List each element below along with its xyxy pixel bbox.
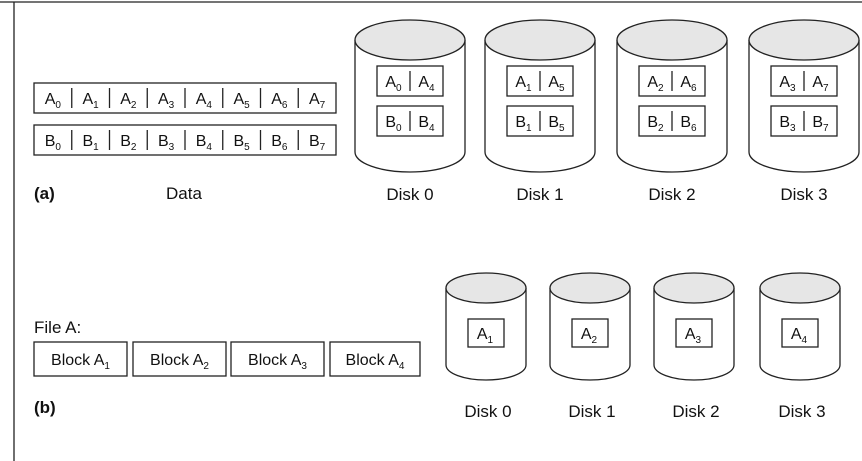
disk-a-cell-A5: A5 [548, 74, 565, 94]
block-a-2 [132, 341, 227, 377]
disk-a-0-top [354, 19, 466, 61]
data-row-1 [33, 124, 337, 156]
data-cell-B3: B3 [158, 133, 175, 153]
data-cell-A4: A4 [196, 91, 213, 111]
file-a-label: File A: [34, 318, 82, 337]
block-a-label-1: Block A1 [51, 352, 110, 372]
panel-b-tag: (b) [34, 398, 56, 417]
disk-b-0-top [445, 272, 527, 304]
block-a-label-2: Block A2 [150, 352, 209, 372]
disk-a-cell-B3: B3 [779, 114, 796, 134]
disk-a-cell-B6: B6 [680, 114, 697, 134]
data-cell-A5: A5 [234, 91, 251, 111]
disk-a-cell-A4: A4 [418, 74, 435, 94]
disk-b-label-0: Disk 0 [464, 402, 511, 421]
data-cell-B4: B4 [196, 133, 213, 153]
data-cell-B1: B1 [83, 133, 100, 153]
disk-b-0-cell [467, 318, 505, 348]
disk-a-label-1: Disk 1 [516, 185, 563, 204]
disk-b-2-top [653, 272, 735, 304]
disk-b-3-top [759, 272, 841, 304]
disk-b-cell-A2: A2 [581, 326, 598, 346]
disk-a-0-cell-0 [376, 65, 444, 97]
disk-b-3-body [759, 288, 841, 381]
disk-a-cell-B2: B2 [647, 114, 664, 134]
disk-a-2-cell-0 [638, 65, 706, 97]
block-a-4 [329, 341, 421, 377]
disk-b-cell-A4: A4 [791, 326, 808, 346]
disk-a-cell-B5: B5 [548, 114, 565, 134]
block-a-label-4: Block A4 [346, 352, 405, 372]
disk-a-2-cell-1 [638, 105, 706, 137]
data-row-0 [33, 82, 337, 114]
disk-b-3-cell [781, 318, 819, 348]
block-a-label-3: Block A3 [248, 352, 307, 372]
data-cell-A1: A1 [83, 91, 100, 111]
disk-b-2-cell [675, 318, 713, 348]
panel-a-tag: (a) [34, 184, 55, 203]
data-cell-A2: A2 [120, 91, 137, 111]
disk-a-cell-B4: B4 [418, 114, 435, 134]
disk-b-1-top [549, 272, 631, 304]
disk-a-cell-A2: A2 [647, 74, 664, 94]
disk-a-label-3: Disk 3 [780, 185, 827, 204]
data-cell-B2: B2 [120, 133, 137, 153]
disk-b-label-1: Disk 1 [568, 402, 615, 421]
disk-a-cell-A0: A0 [385, 74, 402, 94]
disk-a-1-top [484, 19, 596, 61]
disk-b-2-body [653, 288, 735, 381]
disk-b-cell-A1: A1 [477, 326, 494, 346]
data-cell-A6: A6 [271, 91, 288, 111]
disk-b-label-2: Disk 2 [672, 402, 719, 421]
block-a-1 [33, 341, 128, 377]
disk-a-1-cell-1 [506, 105, 574, 137]
disk-a-cell-A6: A6 [680, 74, 697, 94]
disk-a-cell-B1: B1 [515, 114, 532, 134]
disk-b-label-3: Disk 3 [778, 402, 825, 421]
disk-a-2-top [616, 19, 728, 61]
data-cell-B5: B5 [234, 133, 251, 153]
disk-b-cell-A3: A3 [685, 326, 702, 346]
data-cell-B7: B7 [309, 133, 326, 153]
data-cell-B6: B6 [271, 133, 288, 153]
disk-a-cell-A1: A1 [515, 74, 532, 94]
disk-a-3-cell-0 [770, 65, 838, 97]
disk-a-1-cell-0 [506, 65, 574, 97]
data-cell-B0: B0 [45, 133, 62, 153]
disk-a-3-top [748, 19, 860, 61]
disk-a-cell-A3: A3 [779, 74, 796, 94]
disk-a-0-cell-1 [376, 105, 444, 137]
data-label: Data [166, 184, 202, 203]
data-cell-A3: A3 [158, 91, 175, 111]
block-a-3 [230, 341, 325, 377]
disk-a-label-0: Disk 0 [386, 185, 433, 204]
disk-a-label-2: Disk 2 [648, 185, 695, 204]
data-cell-A0: A0 [45, 91, 62, 111]
disk-b-1-cell [571, 318, 609, 348]
disk-a-cell-A7: A7 [812, 74, 829, 94]
data-cell-A7: A7 [309, 91, 326, 111]
disk-a-3-cell-1 [770, 105, 838, 137]
disk-b-1-body [549, 288, 631, 381]
disk-a-cell-B0: B0 [385, 114, 402, 134]
disk-b-0-body [445, 288, 527, 381]
disk-a-cell-B7: B7 [812, 114, 829, 134]
